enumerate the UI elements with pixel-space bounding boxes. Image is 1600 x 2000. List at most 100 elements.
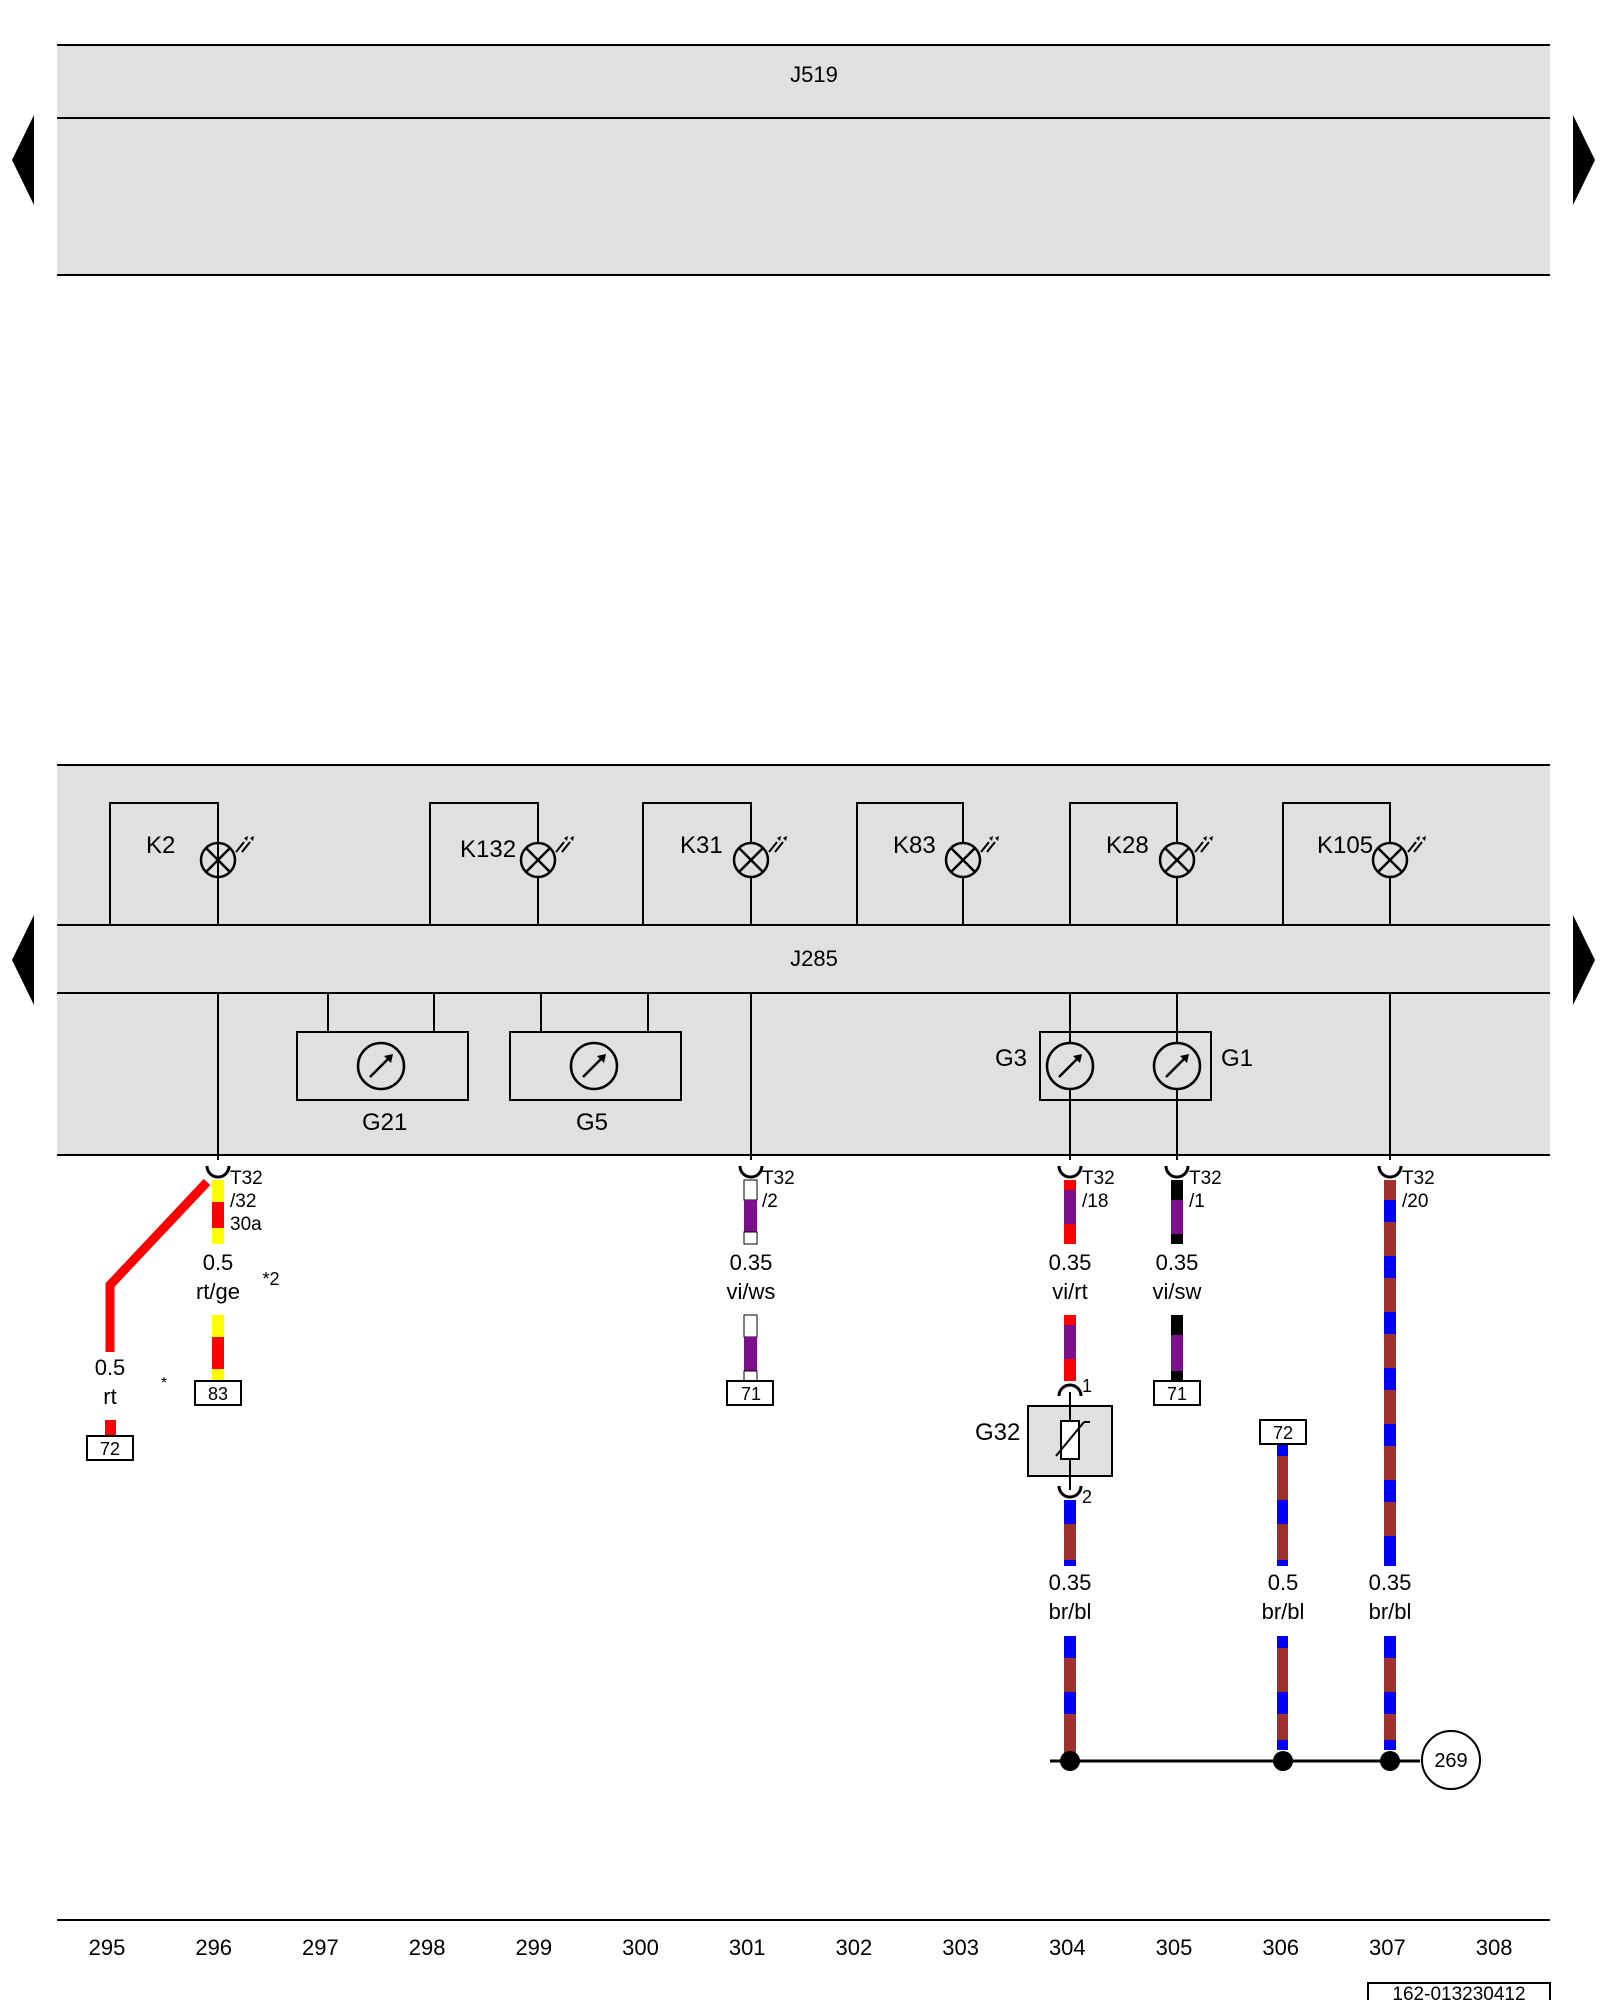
wire-color: br/bl <box>1369 1599 1412 1624</box>
junction-dot <box>1060 1751 1080 1771</box>
gauges: G21 G5 G3 G1 <box>296 993 1253 1136</box>
page-prev-arrow-top[interactable] <box>12 115 34 205</box>
gauge-g5: G5 <box>509 993 682 1136</box>
track-number: 307 <box>1369 1935 1406 1960</box>
wire-size: 0.35 <box>1049 1570 1092 1595</box>
connector-pin-icon <box>1057 1165 1083 1179</box>
connector-296-name: T32 <box>230 1168 263 1189</box>
cluster-internal-lines <box>217 993 1391 1160</box>
gauge-label: G21 <box>362 1109 407 1136</box>
connector-301-name: T32 <box>762 1168 795 1189</box>
connector-301-pin: /2 <box>762 1191 778 1212</box>
page-prev-arrow-bottom[interactable] <box>12 915 34 1005</box>
reference-boxes: 72 83 71 71 72 <box>86 1380 1307 1461</box>
thermistor-icon <box>1055 1420 1090 1460</box>
connector-pin-icon <box>738 1165 764 1179</box>
document-id-box: 162-013230412 <box>1367 1982 1551 2000</box>
wire-note: *2 <box>262 1269 279 1289</box>
warning-lamp-k28: K28 <box>1069 802 1213 926</box>
module-j285-label: J285 <box>790 946 838 971</box>
ref-box-296[interactable]: 83 <box>194 1380 242 1406</box>
sensor-pin-top: 1 <box>1082 1376 1092 1396</box>
lamp-label: K132 <box>460 836 516 863</box>
sensor-label: G32 <box>975 1419 1020 1446</box>
wire-size: 0.35 <box>1369 1570 1412 1595</box>
wire-307 <box>1384 1180 1396 1750</box>
connector-305-name: T32 <box>1189 1168 1222 1189</box>
wire-size: 0.5 <box>203 1250 234 1275</box>
connector-labels: T32 /32 30a T32 /2 T32 /18 T32 /1 T32 /2… <box>230 1168 1435 1235</box>
warning-lamp-k31: K31 <box>642 802 787 926</box>
ref-box-305[interactable]: 71 <box>1153 1380 1201 1406</box>
gauge-g21: G21 <box>296 993 469 1136</box>
lamp-label: K83 <box>893 832 936 859</box>
connector-296-term: 30a <box>230 1214 262 1235</box>
warning-lamp-k105: K105 <box>1282 802 1426 926</box>
junction-dot <box>1273 1751 1293 1771</box>
wire-color: rt/ge <box>196 1279 240 1304</box>
wire-296 <box>212 1180 224 1381</box>
warning-lamps: K2 K132 K31 K83 <box>109 802 1426 926</box>
wire-295 <box>105 1178 211 1436</box>
track-number: 301 <box>729 1935 766 1960</box>
sensor-pin-bottom: 2 <box>1082 1487 1092 1507</box>
gauge-icon <box>569 1041 619 1091</box>
ref-box-label: 83 <box>208 1384 228 1404</box>
track-number: 300 <box>622 1935 659 1960</box>
gauge-label-g3: G3 <box>995 1045 1027 1072</box>
lamp-icon <box>199 841 237 879</box>
lamp-label: K28 <box>1106 832 1149 859</box>
track-number: 303 <box>942 1935 979 1960</box>
ref-box-295[interactable]: 72 <box>86 1435 134 1461</box>
wire-304-bottom <box>1064 1500 1076 1762</box>
warning-lamp-k132: K132 <box>429 802 574 926</box>
ref-box-label: 71 <box>741 1384 761 1404</box>
ref-box-label: 72 <box>1273 1423 1293 1443</box>
ref-box-label: 71 <box>1167 1384 1187 1404</box>
connector-307-pin: /20 <box>1402 1191 1428 1212</box>
wire-color: br/bl <box>1049 1599 1092 1624</box>
ground-junction: 269 <box>1050 1730 1481 1790</box>
warning-lamp-k2: K2 <box>109 802 254 926</box>
connector-pin-icon <box>1377 1165 1403 1179</box>
sensor-g32: G32 1 2 <box>975 1376 1113 1507</box>
wire-color: br/bl <box>1262 1599 1305 1624</box>
connector-305-pin: /1 <box>1189 1191 1205 1212</box>
lamp-label: K31 <box>680 832 723 859</box>
junction-dot <box>1380 1751 1400 1771</box>
gauge-label-g1: G1 <box>1221 1045 1253 1072</box>
track-number: 297 <box>302 1935 339 1960</box>
track-number: 296 <box>195 1935 232 1960</box>
connector-304-name: T32 <box>1082 1168 1115 1189</box>
track-number: 306 <box>1262 1935 1299 1960</box>
module-j285: J285 <box>57 764 1550 1156</box>
wire-304-top <box>1064 1180 1076 1381</box>
wire-size: 0.35 <box>730 1250 773 1275</box>
track-number: 302 <box>836 1935 873 1960</box>
wire-size: 0.35 <box>1156 1250 1199 1275</box>
wire-labels: 0.5 rt * 0.5 rt/ge *2 0.35 vi/ws 0.35 vi… <box>95 1250 1412 1624</box>
gauge-label: G5 <box>576 1109 608 1136</box>
connector-304-pin: /18 <box>1082 1191 1108 1212</box>
wire-301 <box>743 1179 758 1382</box>
page-next-arrow-top[interactable] <box>1573 115 1595 205</box>
gauge-icon <box>356 1041 406 1091</box>
module-j519-label: J519 <box>790 62 838 87</box>
ref-box-301[interactable]: 71 <box>726 1380 774 1406</box>
wire-size: 0.5 <box>1268 1570 1299 1595</box>
ground-connection-269[interactable]: 269 <box>1421 1730 1481 1790</box>
connector-pin-icon <box>1164 1165 1190 1179</box>
track-number: 299 <box>515 1935 552 1960</box>
wire-color: vi/sw <box>1153 1279 1202 1304</box>
track-number: 295 <box>89 1935 126 1960</box>
ref-box-306[interactable]: 72 <box>1259 1419 1307 1445</box>
page-next-arrow-bottom[interactable] <box>1573 915 1595 1005</box>
wire-305 <box>1171 1180 1183 1381</box>
track-number: 308 <box>1476 1935 1513 1960</box>
lamp-label: K2 <box>146 832 175 859</box>
module-j519: J519 <box>57 44 1550 276</box>
warning-lamp-k83: K83 <box>856 802 999 926</box>
connector-307-name: T32 <box>1402 1168 1435 1189</box>
